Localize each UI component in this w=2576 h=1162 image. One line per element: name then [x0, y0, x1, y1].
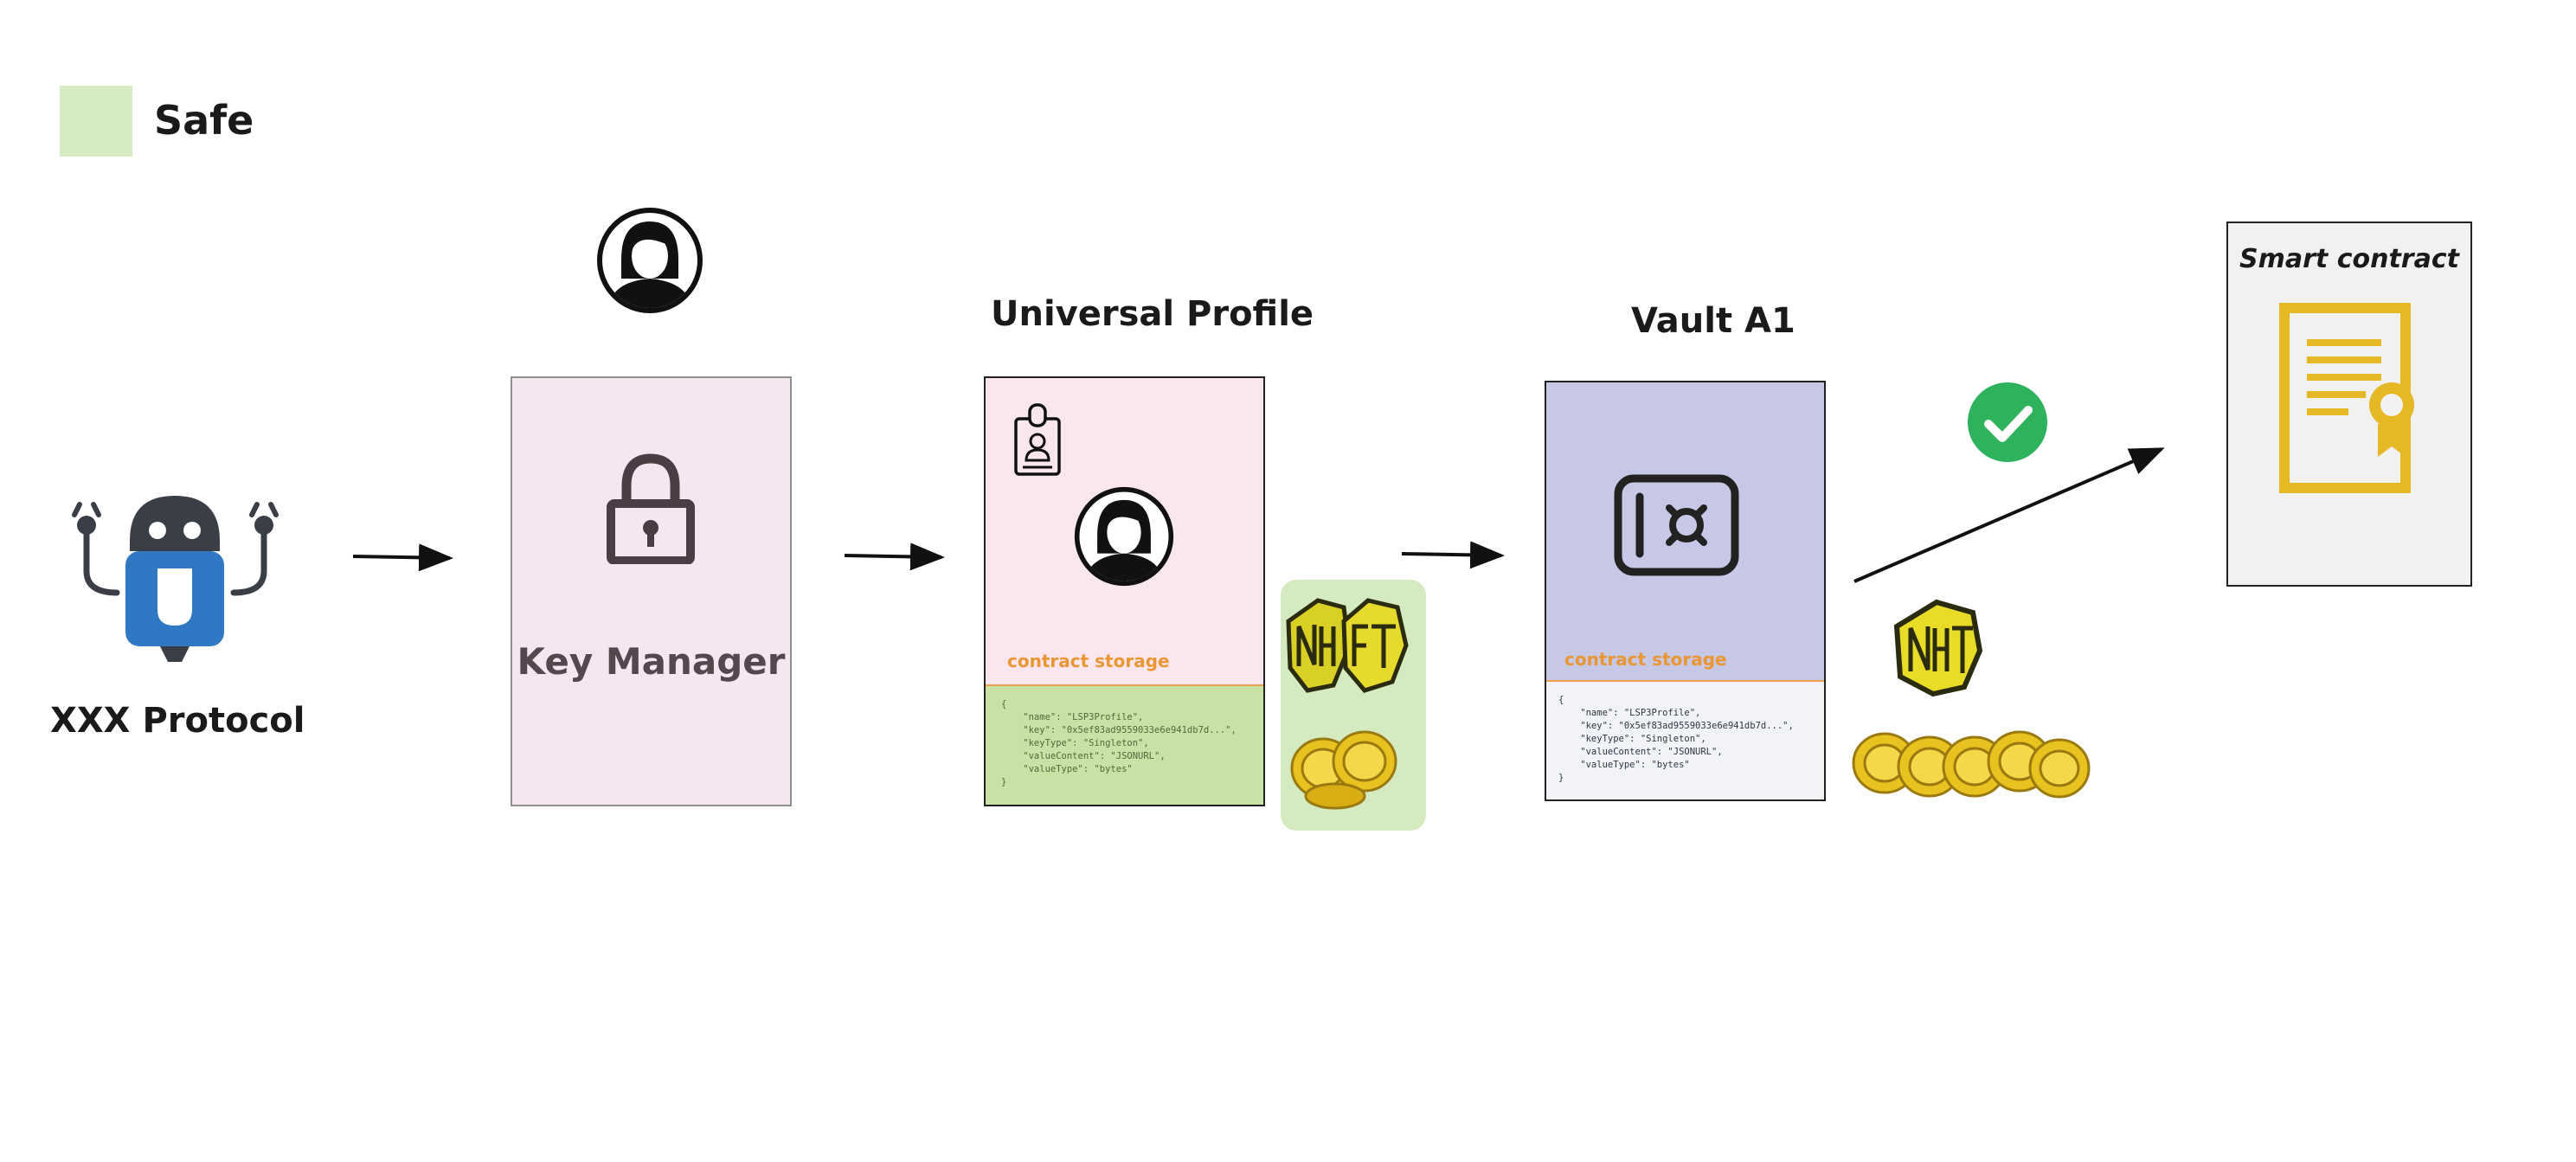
legend-safe-label: Safe — [154, 97, 254, 144]
vault-nft-icon — [1893, 599, 1983, 697]
arrow-keymanager-to-profile — [844, 542, 945, 571]
arrow-profile-to-vault — [1401, 541, 1505, 569]
smart-contract-box — [2226, 221, 2472, 587]
profile-storage-code: { "name": "LSP3Profile", "key": "0x5ef83… — [1001, 699, 1237, 787]
check-circle-icon — [1968, 382, 2047, 462]
arrow-vault-to-contract — [1853, 447, 2165, 583]
universal-profile-title: Universal Profile — [991, 294, 1314, 334]
profile-storage-label: contract storage — [1007, 651, 1170, 671]
profile-avatar-icon — [1074, 486, 1174, 587]
agent-label: XXX Protocol — [50, 701, 305, 741]
certificate-document-icon — [2279, 303, 2414, 493]
safe-vault-icon — [1614, 474, 1739, 576]
lock-icon — [607, 453, 695, 564]
profile-contract-storage: { "name": "LSP3Profile", "key": "0x5ef83… — [986, 684, 1263, 805]
arrow-agent-to-keymanager — [352, 543, 453, 572]
robot-icon — [72, 496, 279, 662]
vault-title: Vault A1 — [1631, 301, 1795, 341]
vault-storage-code: { "name": "LSP3Profile", "key": "0x5ef83… — [1558, 695, 1794, 783]
key-manager-label: Key Manager — [517, 640, 786, 683]
key-manager-box — [511, 376, 792, 806]
id-badge-icon — [1014, 403, 1061, 476]
vault-contract-storage: { "name": "LSP3Profile", "key": "0x5ef83… — [1546, 680, 1824, 799]
nft-icon — [1286, 598, 1409, 693]
smart-contract-title: Smart contract — [2239, 244, 2459, 274]
vault-storage-label: contract storage — [1564, 649, 1727, 670]
legend-safe-swatch — [60, 86, 132, 157]
vault-coin-stack-icon — [1852, 730, 2091, 799]
user-avatar-icon — [597, 208, 703, 313]
coin-stack-icon — [1290, 730, 1397, 810]
